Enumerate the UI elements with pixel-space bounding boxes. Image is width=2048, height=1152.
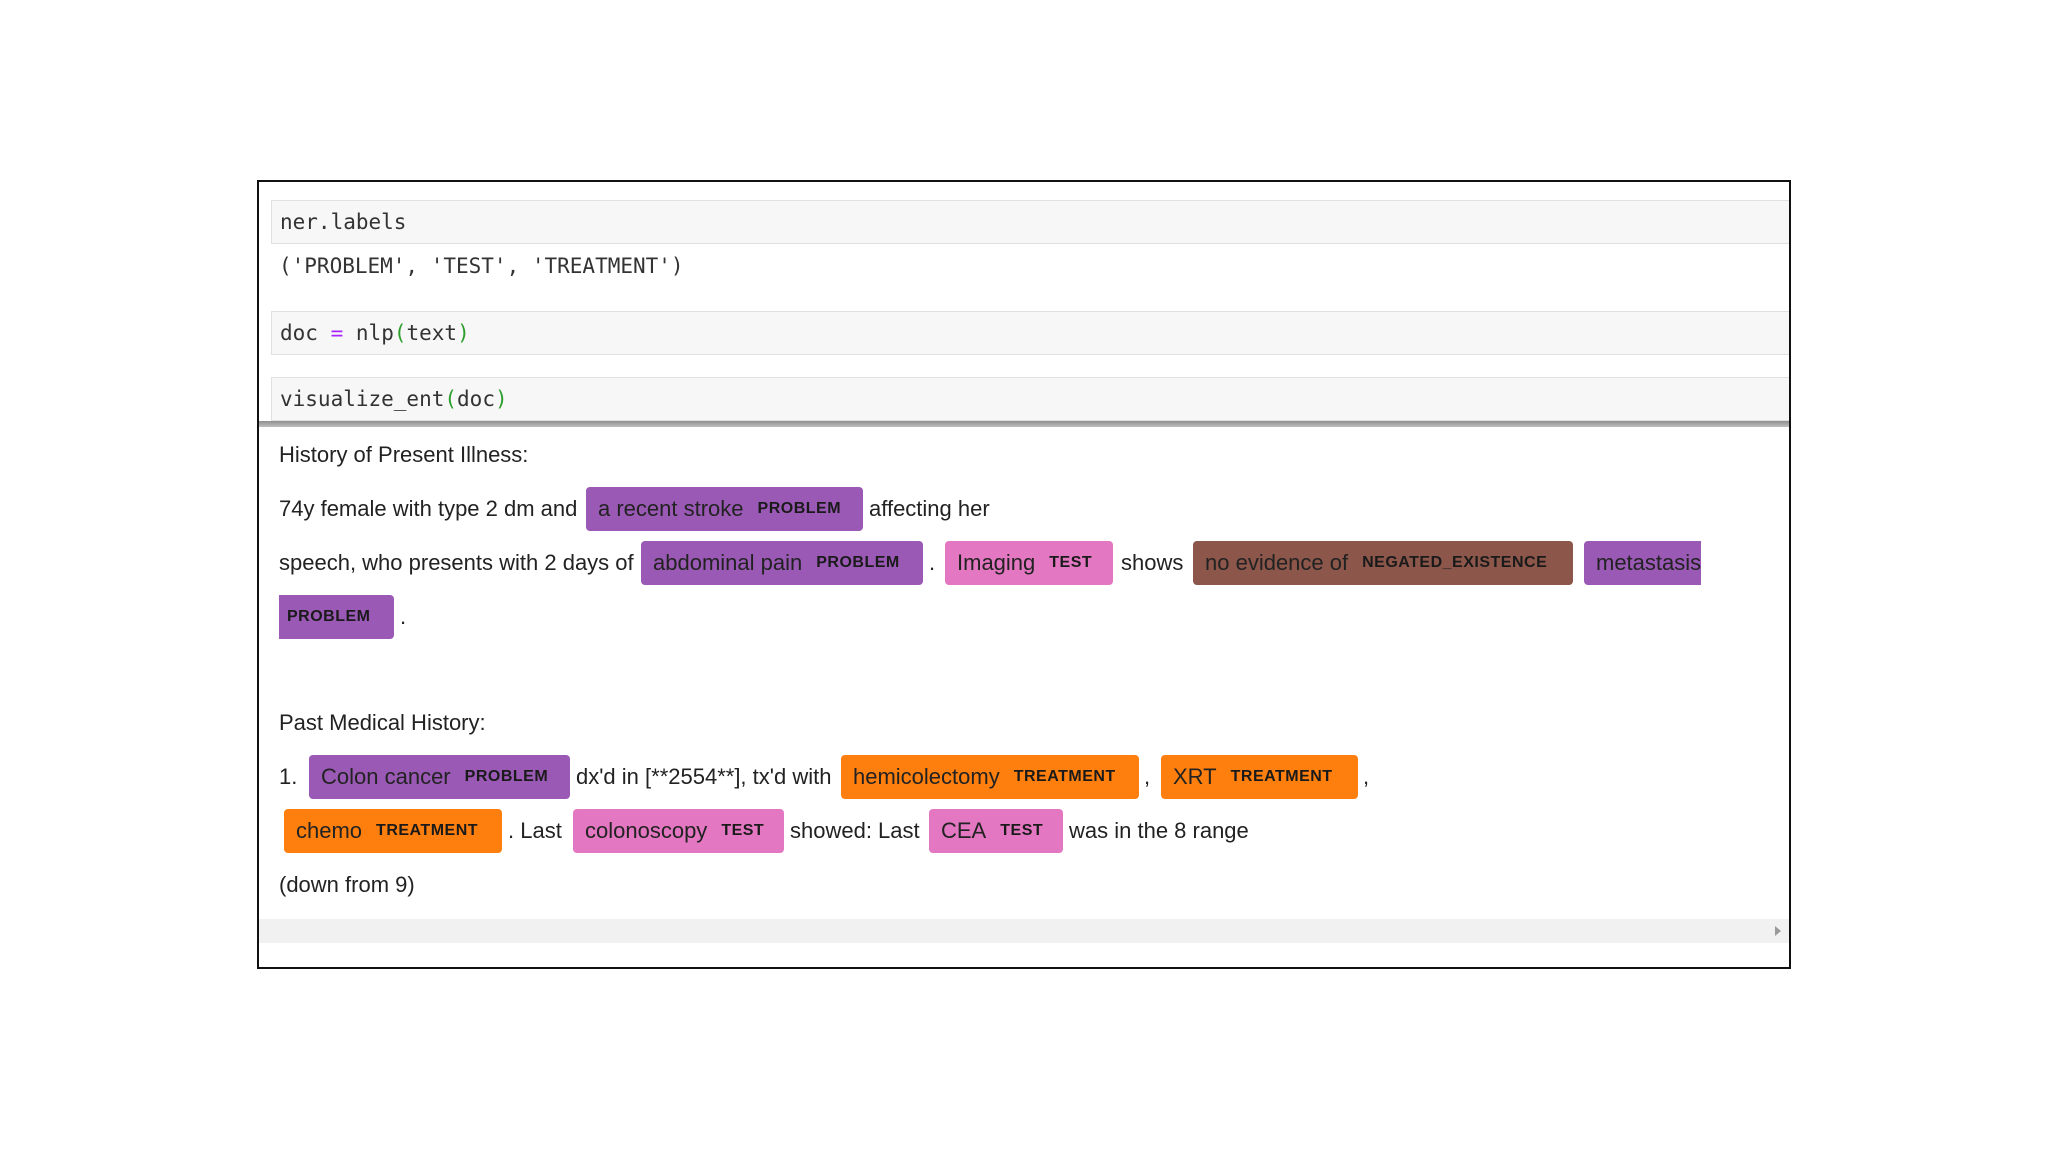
entity-text: no evidence of: [1205, 550, 1349, 575]
plain-text: was in the 8 range: [1069, 818, 1249, 843]
scroll-right-arrow-icon[interactable]: [1775, 926, 1781, 936]
labels-output: ('PROBLEM', 'TEST', 'TREATMENT'): [279, 254, 684, 278]
entity-text: XRT: [1173, 764, 1217, 789]
entity-treatment[interactable]: hemicolectomy TREATMENT: [841, 755, 1139, 799]
plain-text: shows: [1121, 550, 1184, 575]
section-heading: History of Present Illness:: [279, 442, 529, 467]
plain-text: . Last: [508, 818, 562, 843]
entity-label: PROBLEM: [464, 768, 549, 785]
code-cell-doc[interactable]: doc = nlp(text): [271, 311, 1789, 355]
code-paren: ): [457, 321, 470, 345]
entity-label: PROBLEM: [816, 554, 900, 571]
code-operator: =: [330, 321, 344, 345]
entity-label: TEST: [1049, 554, 1093, 571]
entity-text: metastasis: [1596, 550, 1701, 575]
entity-label: PROBLEM: [757, 500, 842, 517]
plain-text: (down from 9): [279, 872, 415, 897]
plain-text: .: [400, 604, 407, 629]
entity-text: abdominal pain: [653, 550, 803, 575]
entity-text: colonoscopy: [585, 818, 708, 843]
entity-label: TEST: [1000, 822, 1044, 839]
entity-label: TEST: [721, 822, 765, 839]
code-arg: doc: [457, 387, 495, 411]
plain-text: 1.: [279, 764, 298, 789]
entity-treatment[interactable]: XRT TREATMENT: [1161, 755, 1358, 799]
code-cell-visualize[interactable]: visualize_ent(doc): [271, 377, 1789, 421]
code-function: nlp: [355, 321, 394, 345]
plain-text: showed: Last: [790, 818, 920, 843]
code-function: visualize_ent: [280, 387, 445, 411]
entity-problem-continued[interactable]: PROBLEM: [279, 595, 394, 639]
code-paren: (: [444, 387, 458, 411]
entity-problem[interactable]: a recent stroke PROBLEM: [586, 487, 863, 531]
plain-text: dx'd in [**2554**], tx'd with: [576, 764, 832, 789]
code-text: ner.labels: [280, 210, 407, 234]
entity-negated-existence[interactable]: no evidence of NEGATED_EXISTENCE: [1193, 541, 1573, 585]
horizontal-scrollbar[interactable]: [259, 919, 1789, 943]
entity-problem[interactable]: abdominal pain PROBLEM: [641, 541, 923, 585]
entity-treatment[interactable]: chemo TREATMENT: [284, 809, 502, 853]
entity-visualization-output: History of Present Illness: 74y female w…: [259, 427, 1789, 904]
plain-text: ,: [1363, 764, 1370, 789]
code-text: visualize_ent(doc): [280, 387, 508, 411]
entity-text: a recent stroke: [598, 496, 744, 521]
entity-test[interactable]: Imaging TEST: [945, 541, 1113, 585]
plain-text: affecting her: [869, 496, 990, 521]
entity-label: TREATMENT: [1013, 768, 1116, 785]
plain-text: 74y female with type 2 dm and: [279, 496, 578, 521]
section-heading: Past Medical History:: [279, 710, 486, 735]
entity-test[interactable]: CEA TEST: [929, 809, 1063, 853]
entity-problem[interactable]: metastasis: [1584, 541, 1701, 585]
entity-problem[interactable]: Colon cancer PROBLEM: [309, 755, 570, 799]
code-cell-labels[interactable]: ner.labels: [271, 200, 1789, 244]
code-var: doc: [280, 321, 318, 345]
entity-text: CEA: [941, 818, 987, 843]
code-paren: ): [494, 387, 508, 411]
entity-label: TREATMENT: [1230, 768, 1333, 785]
plain-text: .: [929, 550, 936, 575]
entity-text: hemicolectomy: [853, 764, 1000, 789]
code-arg: text: [406, 321, 458, 345]
plain-text: ,: [1144, 764, 1151, 789]
entity-label: PROBLEM: [287, 608, 371, 625]
entity-text: Imaging: [957, 550, 1036, 575]
notebook-frame: ner.labels ('PROBLEM', 'TEST', 'TREATMEN…: [257, 180, 1791, 969]
code-text: doc = nlp(text): [280, 321, 470, 345]
entity-label: TREATMENT: [376, 822, 479, 839]
entity-text: Colon cancer: [321, 764, 451, 789]
plain-text: speech, who presents with 2 days of: [279, 550, 634, 575]
entity-test[interactable]: colonoscopy TEST: [573, 809, 784, 853]
code-paren: (: [393, 321, 407, 345]
entity-text: chemo: [296, 818, 363, 843]
entity-label: NEGATED_EXISTENCE: [1362, 554, 1548, 571]
